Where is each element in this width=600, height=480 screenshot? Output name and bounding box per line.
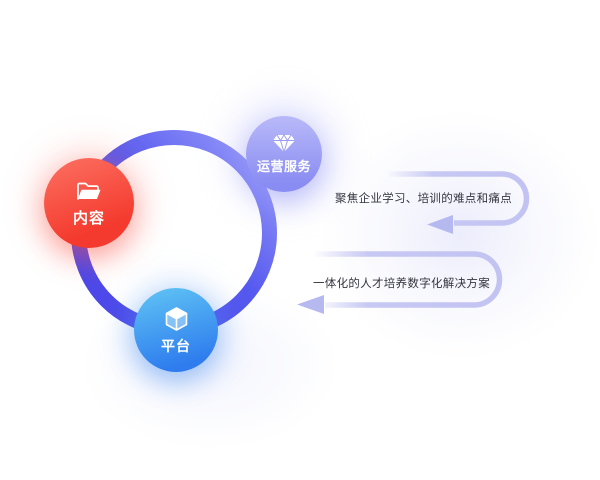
u-turn-arrow-1 [388, 171, 530, 226]
folder-icon [76, 181, 102, 207]
u-turn-arrow-2 [315, 251, 503, 308]
point-text-1: 聚焦企业学习、培训的难点和痛点 [335, 191, 512, 205]
point-text-2: 一体化的人才培养数字化解决方案 [313, 276, 490, 290]
cube-icon [164, 306, 189, 336]
badge-content-label: 内容 [72, 208, 105, 227]
arrow-left-icon [427, 215, 453, 234]
arrow-left-icon [297, 295, 324, 314]
diamond-icon [272, 134, 296, 157]
badge-operation: 运营服务 [246, 116, 322, 192]
badge-operation-label: 运营服务 [256, 160, 311, 175]
badge-platform: 平台 [134, 288, 218, 372]
badge-content: 内容 [44, 158, 134, 248]
badge-platform-label: 平台 [161, 339, 191, 355]
